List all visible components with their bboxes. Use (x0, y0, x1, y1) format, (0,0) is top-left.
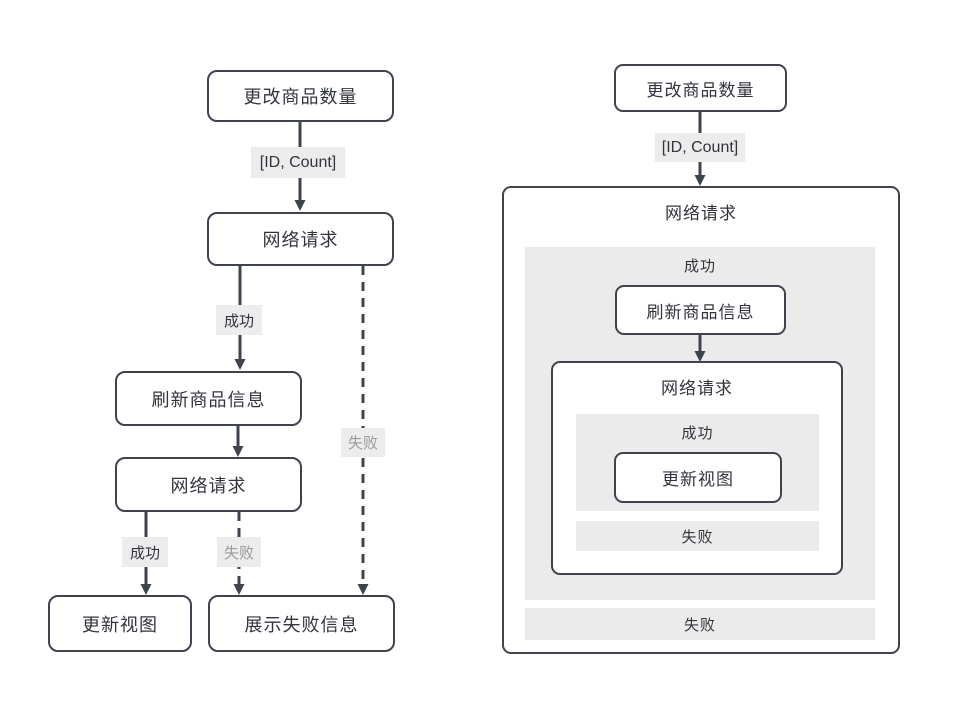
node-update-view-right: 更新视图 (614, 452, 782, 503)
node-refresh-product-info: 刷新商品信息 (115, 371, 302, 426)
inner-network-request-title: 网络请求 (661, 379, 733, 398)
node-change-quantity: 更改商品数量 (207, 70, 394, 122)
edge-label-failure-1: 失败 (341, 428, 385, 457)
edge-label-id-count-right: [ID, Count] (655, 133, 745, 162)
edge-label-failure-2: 失败 (217, 537, 261, 567)
inner-network-request-box: 网络请求 成功 更新视图 失败 (551, 361, 843, 575)
node-change-quantity-right: 更改商品数量 (614, 64, 787, 112)
outer-success-section: 成功 刷新商品信息 网络请求 成功 更新视图 失败 (525, 247, 875, 600)
edge-label-success-1: 成功 (216, 305, 262, 335)
outer-network-request-box: 网络请求 成功 刷新商品信息 网络请求 成功 更新视图 失败 失败 (502, 186, 900, 654)
node-refresh-product-info-right: 刷新商品信息 (615, 285, 786, 335)
edge-label-id-count: [ID, Count] (251, 147, 345, 178)
outer-network-request-title: 网络请求 (665, 204, 737, 223)
node-network-request-2: 网络请求 (115, 457, 302, 512)
arrow-left-refresh-to-request (232, 426, 244, 457)
node-network-request-1: 网络请求 (207, 212, 394, 266)
outer-failure-bar: 失败 (525, 608, 875, 640)
outer-success-label: 成功 (683, 258, 716, 275)
node-show-failure-info: 展示失败信息 (208, 595, 395, 652)
edge-label-success-2: 成功 (122, 537, 168, 567)
inner-success-section: 成功 更新视图 (576, 414, 819, 511)
inner-failure-bar: 失败 (576, 521, 819, 551)
inner-success-label: 成功 (681, 425, 714, 442)
node-update-view: 更新视图 (48, 595, 192, 652)
